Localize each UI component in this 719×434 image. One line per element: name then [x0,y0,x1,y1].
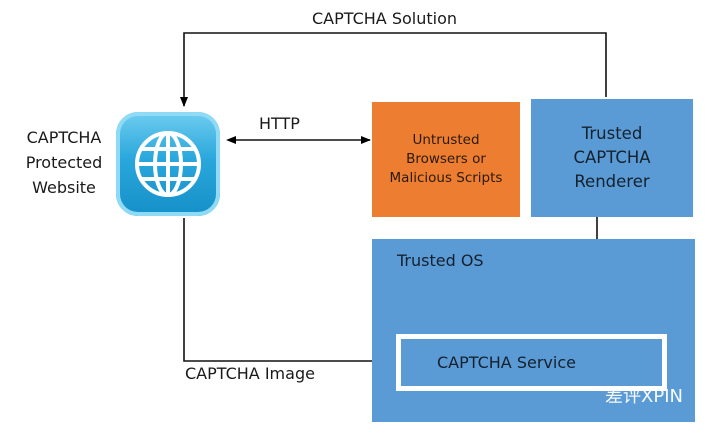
untrusted-line: Malicious Scripts [389,170,503,186]
website-label: CAPTCHA Protected Website [14,125,114,200]
captcha-service-label: CAPTCHA Service [437,353,576,372]
untrusted-line: Browsers or [406,151,486,167]
website-label-line: CAPTCHA [26,128,102,147]
trusted-os-box: Trusted OS CAPTCHA Service 差评XPIN [372,239,695,422]
trusted-os-title: Trusted OS [397,251,484,270]
renderer-line: Trusted [581,124,643,143]
untrusted-browsers-box: Untrusted Browsers or Malicious Scripts [372,102,520,217]
captcha-image-label: CAPTCHA Image [185,364,315,383]
website-label-line: Website [32,178,96,197]
globe-icon [135,131,201,197]
http-label: HTTP [259,114,300,133]
watermark: 差评XPIN [605,386,683,407]
captcha-service-box: CAPTCHA Service [396,334,667,391]
website-label-line: Protected [25,153,103,172]
solution-edge [180,32,607,107]
renderer-line: Renderer [574,172,650,191]
image-edge [183,218,396,365]
untrusted-line: Untrusted [412,132,480,148]
website-icon [116,112,220,216]
captcha-solution-label: CAPTCHA Solution [312,9,458,28]
trusted-renderer-box: Trusted CAPTCHA Renderer [531,99,693,217]
renderer-line: CAPTCHA [573,148,651,167]
